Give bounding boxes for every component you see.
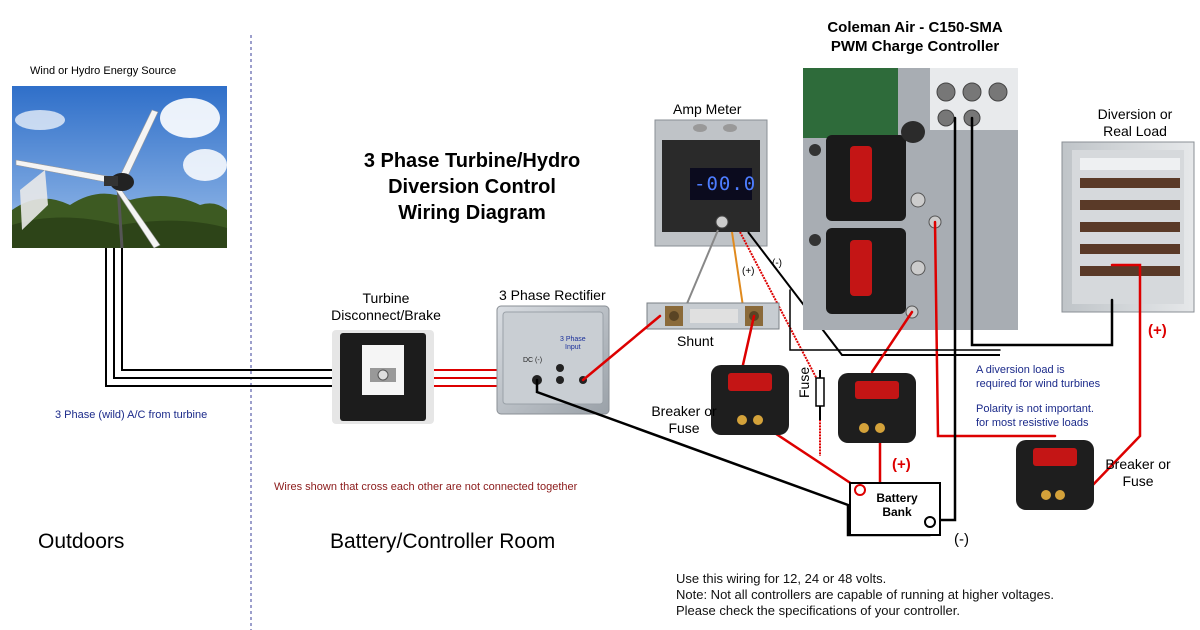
rectifier-text-input: 3 Phase Input [560, 336, 586, 351]
charge-controller-device [803, 68, 1018, 330]
fuse-label: Fuse [796, 366, 812, 398]
inline-fuse [815, 370, 825, 420]
battery-negative-label: (-) [954, 531, 969, 548]
zone-room-label: Battery/Controller Room [330, 530, 556, 553]
rectifier-box [496, 305, 610, 415]
footer-note: Use this wiring for 12, 24 or 48 volts. … [676, 571, 1054, 618]
diagram-title: 3 Phase Turbine/Hydro Diversion Control … [363, 150, 581, 224]
breaker-right-device [838, 373, 916, 443]
battery-positive-label: (+) [892, 456, 911, 473]
wires-cross-note: Wires shown that cross each other are no… [274, 481, 578, 493]
ac-wires-turbine [105, 248, 338, 387]
energy-source-label: Wind or Hydro Energy Source [30, 65, 177, 77]
breaker-left-device [711, 365, 789, 435]
rectifier-text-dc: DC (-) [523, 357, 543, 364]
shunt-label: Shunt [677, 333, 714, 349]
rectifier-label: 3 Phase Rectifier [499, 287, 606, 303]
battery-bank [849, 482, 941, 536]
breaker-right-label: Breaker or Fuse [1105, 456, 1171, 489]
diversion-load-label: Diversion or Real Load [1097, 106, 1173, 139]
diversion-note: A diversion load is required for wind tu… [976, 364, 1101, 390]
meter-negative-label: (-) [772, 258, 782, 269]
amp-meter-label: Amp Meter [673, 101, 742, 117]
amp-meter-device [654, 119, 768, 247]
load-positive-label: (+) [1148, 322, 1167, 339]
diversion-load-device [1061, 141, 1195, 313]
breaker-left-label: Breaker or Fuse [651, 403, 717, 436]
wild-ac-label: 3 Phase (wild) A/C from turbine [55, 409, 208, 421]
turbine-disconnect-label: Turbine Disconnect/Brake [331, 290, 441, 323]
meter-reading: -00.0 [694, 173, 757, 195]
shunt-device [646, 302, 780, 330]
controller-label: Coleman Air - C150-SMA PWM Charge Contro… [827, 19, 1003, 55]
battery-label: Battery Bank [876, 491, 918, 519]
polarity-note: Polarity is not important. for most resi… [976, 403, 1094, 429]
turbine-disconnect-device [332, 330, 434, 424]
breaker-far-device [1016, 440, 1094, 510]
zone-outdoors-label: Outdoors [38, 530, 125, 553]
meter-positive-label: (+) [742, 266, 755, 277]
turbine-photo [12, 86, 227, 249]
